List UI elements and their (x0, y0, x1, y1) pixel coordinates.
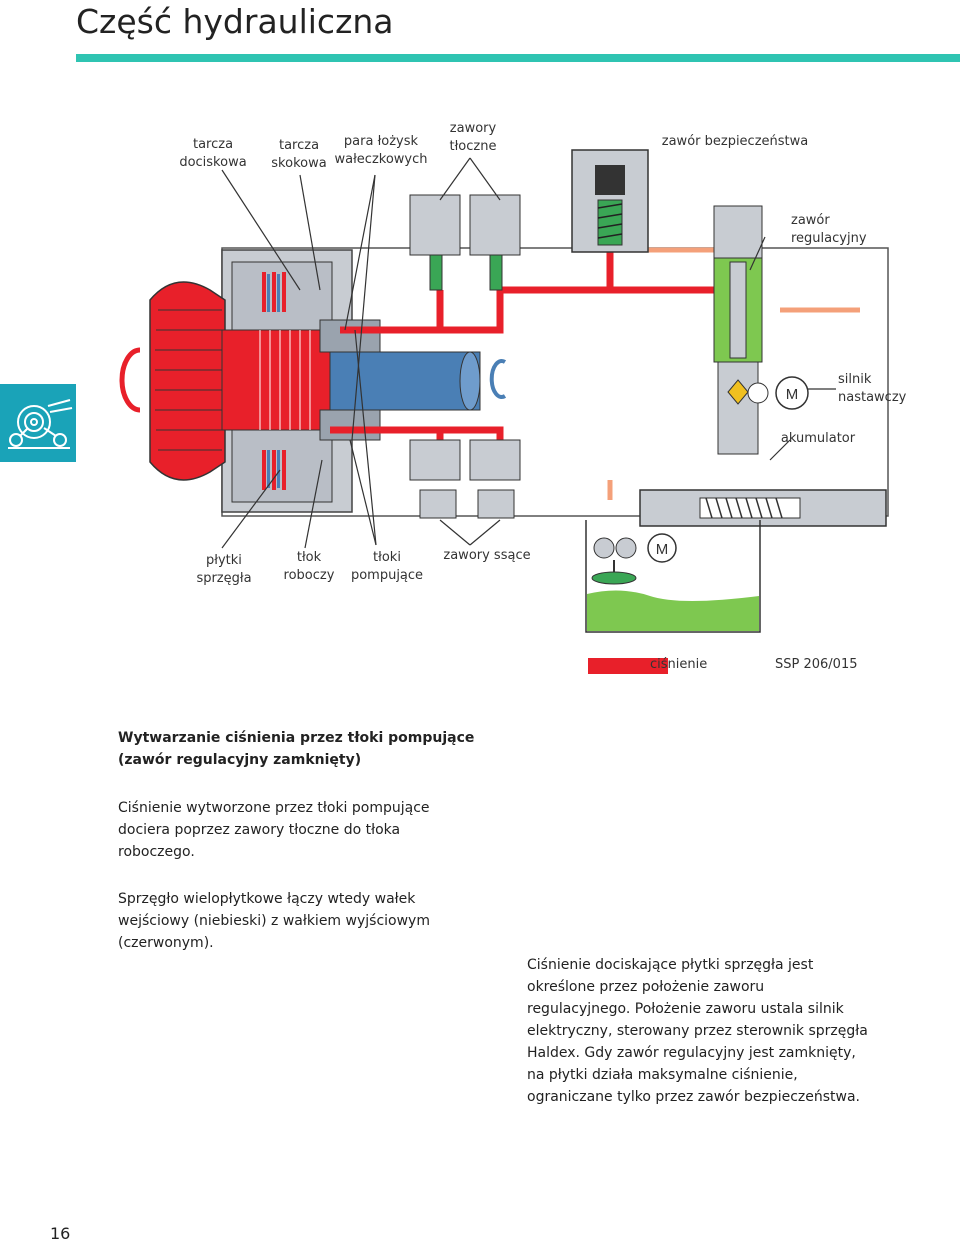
pump-gear-2 (615, 537, 637, 559)
label-control-valve: zawór regulacyjny (791, 213, 867, 246)
legend-pressure-label: ciśnienie (650, 657, 708, 672)
motor-symbol-top (775, 376, 809, 410)
title-accent-bar (76, 54, 960, 62)
label-pressure-plate: tarcza dociskowa (179, 137, 247, 170)
oil-level (587, 590, 759, 631)
section-tab (0, 384, 76, 462)
page-title: Część hydrauliczna (76, 2, 394, 41)
label-clutch-plates: płytki sprzęgła (196, 553, 252, 586)
control-valve-drawing (713, 205, 763, 455)
label-suction-valves: zawory ssące (443, 548, 531, 563)
section-heading: Wytwarzanie ciśnienia przez tłoki pompuj… (118, 730, 475, 768)
rotation-arrow-output (119, 347, 141, 413)
motor-symbol-bottom (647, 533, 677, 563)
pump-gear-1 (593, 537, 615, 559)
input-shaft (329, 351, 481, 411)
motor-label-bottom: M (656, 541, 669, 558)
paragraph-2: Sprzęgło wielopłytkowe łączy wtedy wałek… (118, 891, 430, 951)
suction-valve-2 (469, 439, 521, 519)
rotation-arrow-input (489, 359, 507, 399)
gear-teeth (155, 309, 222, 451)
label-actuator-motor: silnik nastawczy (838, 372, 907, 405)
label-cam-disc: tarcza skokowa (271, 138, 327, 171)
clutch-icon (8, 399, 73, 449)
oil-filter (591, 571, 637, 585)
label-delivery-valves: zawory tłoczne (449, 121, 497, 154)
label-accumulator: akumulator (780, 431, 856, 446)
input-shaft-end (459, 351, 481, 411)
delivery-valve-1 (409, 194, 461, 291)
safety-valve-drawing (571, 149, 649, 253)
hydraulic-diagram: M M (119, 149, 889, 633)
oil-tank (585, 520, 761, 633)
suction-valve-1 (409, 439, 461, 519)
page-number: 16 (50, 1224, 71, 1243)
paragraph-3: Ciśnienie dociskające płytki sprzęgła je… (527, 957, 868, 1105)
leader-lines (221, 157, 836, 549)
motor-label-top: M (786, 386, 799, 403)
paragraph-1: Ciśnienie wytworzone przez tłoki pompują… (118, 800, 430, 860)
cam-disc-upper (319, 319, 381, 353)
label-pump-pistons: tłoki pompujące (350, 550, 424, 583)
hub-splines (259, 330, 311, 430)
motor-gear (747, 382, 769, 404)
legend-pressure-swatch (588, 658, 668, 674)
clutch-plates-blue (267, 274, 280, 488)
label-safety-valve: zawór bezpieczeństwa (661, 134, 809, 149)
label-working-piston: tłok roboczy (283, 550, 335, 583)
accumulator-drawing (639, 489, 887, 527)
delivery-valve-2 (469, 194, 521, 291)
figure-reference: SSP 206/015 (775, 657, 858, 672)
label-roller-bearings: para łożysk wałeczkowych (334, 134, 428, 167)
clutch-plates-red (262, 272, 286, 490)
cam-disc-lower (319, 409, 381, 441)
